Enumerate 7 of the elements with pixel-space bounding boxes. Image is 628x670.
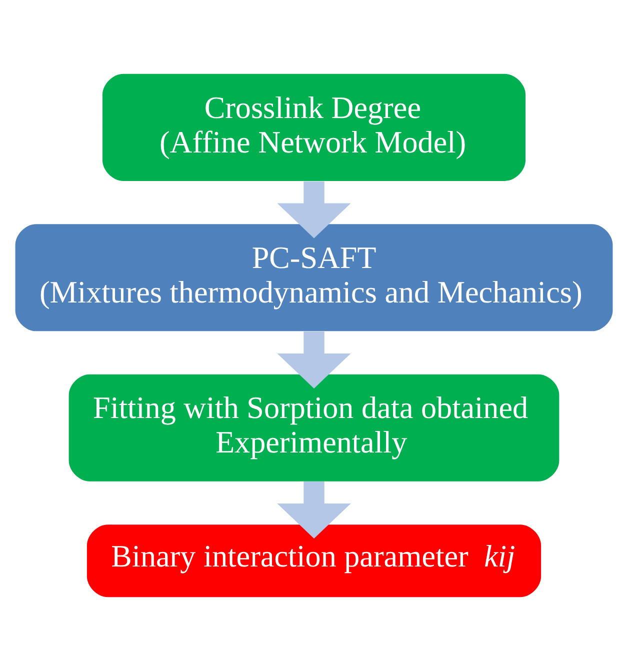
node-box: Crosslink Degree (Affine Network Model) [102,73,526,180]
arrow [277,331,351,388]
arrow [277,481,351,538]
arrow [277,180,351,238]
node-box: Fitting with Sorption data obtained Experimentally [68,374,560,481]
node-box: Binary interaction parameter kij [86,524,542,597]
node-box: PC-SAFT (Mixtures thermodynamics and Mechanics) [15,224,613,331]
